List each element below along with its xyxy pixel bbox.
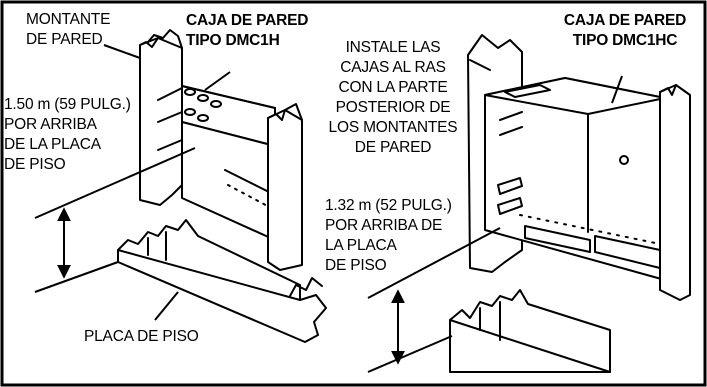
leader-wall-stud <box>103 44 141 59</box>
leader-box-dmc1hc <box>611 75 623 104</box>
dmc1hc-height-label: 1.32 m (52 PULG.) POR ARRIBA DE LA PLACA… <box>325 197 452 274</box>
left-back-stud <box>139 29 183 206</box>
dmc1h-height-label: 1.50 m (59 PULG.) POR ARRIBA DE LA PLACA… <box>4 96 131 173</box>
height-line-right <box>367 227 501 299</box>
floor-line-right <box>367 335 453 373</box>
leader-floor-plate <box>154 291 179 321</box>
right-front-stud <box>659 84 691 301</box>
floor-plate-label: PLACA DE PISO <box>84 328 199 345</box>
wall-stud-label: MONTANTE DE PARED <box>26 11 111 48</box>
floor-line-left <box>34 261 119 293</box>
leader-box-dmc1h <box>204 71 231 91</box>
dmc1h-box-label: CAJA DE PARED TIPO DMC1H <box>186 12 309 49</box>
install-flush-note: INSTALE LAS CAJAS AL RAS CON LA PARTE PO… <box>328 39 458 156</box>
right-floor-plate <box>449 289 611 373</box>
height-line-left <box>34 147 196 219</box>
dmc1h-wall-box <box>157 85 276 241</box>
left-floor-plate <box>117 219 327 343</box>
left-front-stud <box>267 103 303 271</box>
dmc1hc-box-label: CAJA DE PARED TIPO DMC1HC <box>563 12 687 49</box>
